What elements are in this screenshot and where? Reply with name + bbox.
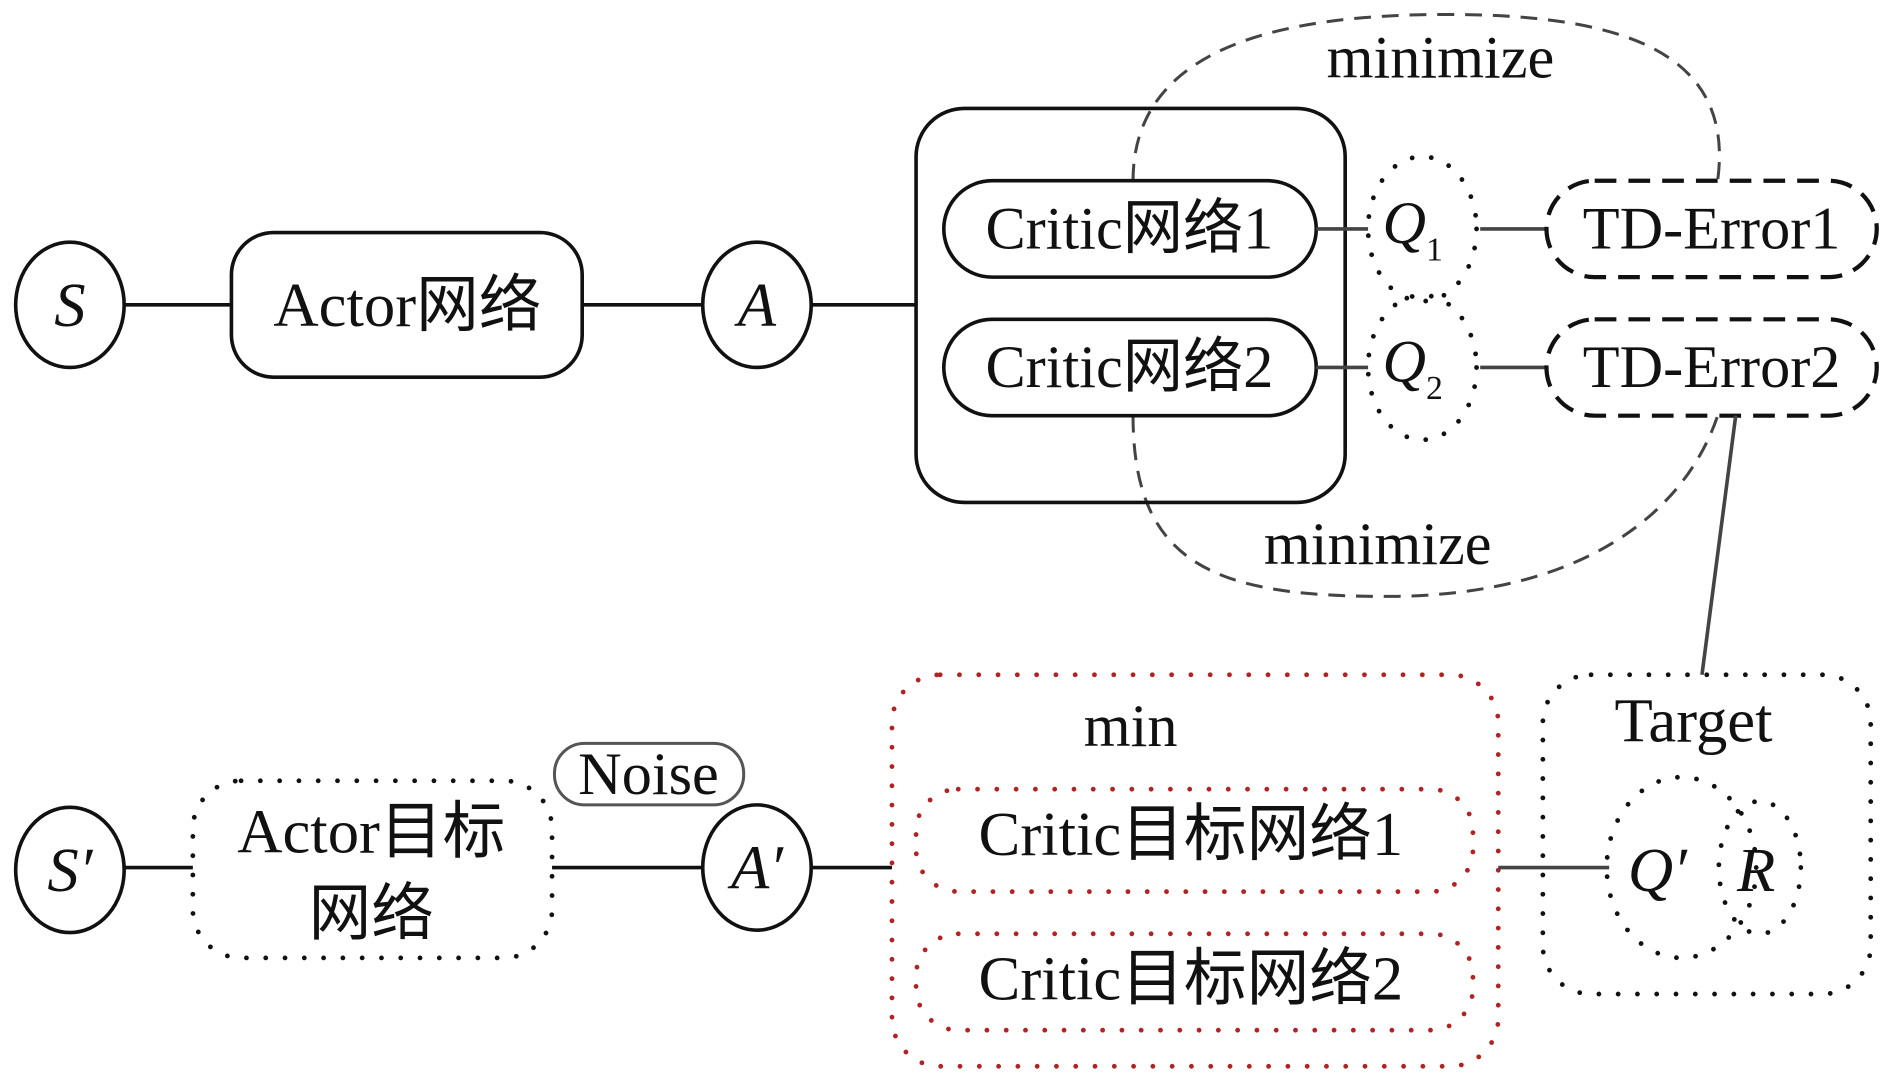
critic-target-network-1-label: Critic目标网络1 (979, 799, 1404, 869)
state-label: S (54, 270, 85, 340)
critic-target-group-box (889, 672, 1501, 1069)
actor-target-label-line2: 网络 (309, 878, 434, 948)
action-label: A (734, 270, 777, 340)
reward-label: R (1736, 835, 1775, 905)
noise-node: Noise (552, 741, 746, 808)
state-node: S (13, 240, 126, 370)
connector-td2-target (1700, 415, 1738, 675)
min-label: min (1084, 693, 1178, 760)
critic-target-network-2-node: Critic目标网络2 (913, 931, 1476, 1033)
q2-node: Q2 (1365, 292, 1479, 443)
q1-label: Q (1382, 189, 1426, 256)
critic-group-box (914, 106, 1347, 505)
q1-subscript: 1 (1426, 231, 1443, 268)
next-action-label: A′ (727, 833, 784, 903)
noise-label: Noise (578, 741, 719, 808)
next-state-label: S′ (47, 835, 93, 905)
td-error-1-node: TD-Error1 (1544, 178, 1879, 280)
q2-label: Q (1382, 328, 1426, 395)
minimize-top-label: minimize (1327, 24, 1555, 91)
critic-target-network-2-label: Critic目标网络2 (979, 943, 1404, 1013)
target-node: Target Q′ R (1540, 672, 1874, 997)
target-label: Target (1615, 686, 1774, 756)
actor-target-label-line1: Actor目标 (237, 796, 505, 866)
q-prime-label: Q′ (1628, 835, 1688, 905)
next-state-node: S′ (13, 805, 126, 935)
actor-network-node: Actor网络 (229, 230, 584, 379)
td-error-2-node: TD-Error2 (1544, 317, 1879, 418)
critic-network-2-node: Critic网络2 (941, 317, 1319, 418)
minimize-bottom-label: minimize (1264, 511, 1492, 578)
minimize-bottom-curve (1131, 415, 1720, 598)
minimize-top-curve (1131, 12, 1721, 181)
q2-subscript: 2 (1426, 369, 1443, 406)
svg-text:Q2: Q2 (1382, 328, 1442, 406)
critic-target-network-1-node: Critic目标网络1 (913, 786, 1476, 895)
critic-network-1-label: Critic网络1 (985, 195, 1273, 262)
td-error-2-label: TD-Error2 (1583, 334, 1841, 401)
critic-network-1-node: Critic网络1 (941, 178, 1319, 279)
q1-node: Q1 (1365, 154, 1479, 304)
actor-target-network-node: Actor目标 网络 (190, 778, 555, 961)
td-error-1-label: TD-Error1 (1583, 195, 1841, 262)
next-action-node: A′ (700, 803, 814, 932)
svg-text:Q1: Q1 (1382, 189, 1442, 267)
critic-network-2-label: Critic网络2 (985, 334, 1273, 401)
action-node: A (700, 240, 814, 370)
actor-network-label: Actor网络 (273, 270, 541, 340)
